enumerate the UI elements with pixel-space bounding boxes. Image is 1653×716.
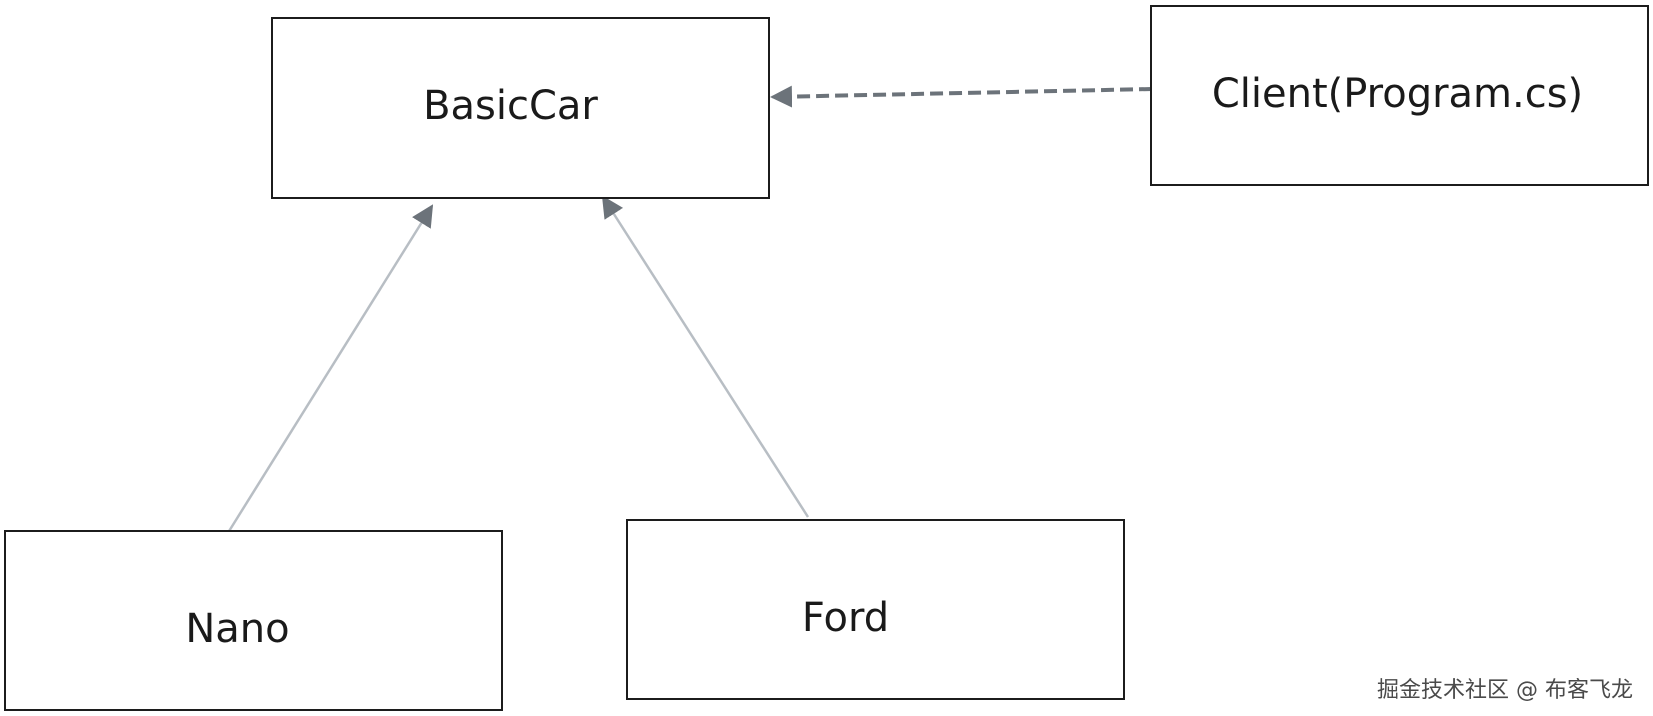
class-label-basiccar: BasicCar bbox=[423, 83, 598, 129]
edge-nano-to-basiccar bbox=[224, 204, 434, 537]
class-label-ford: Ford bbox=[801, 594, 890, 641]
class-label-nano: Nano bbox=[185, 605, 290, 652]
edge-client-to-basiccar bbox=[770, 85, 1153, 108]
watermark-text: 掘金技术社区 @ 布客飞龙 bbox=[1377, 678, 1633, 703]
class-box-basiccar[interactable]: BasicCar bbox=[271, 17, 770, 199]
class-box-nano[interactable]: Nano bbox=[4, 530, 503, 711]
class-box-ford[interactable]: Ford bbox=[626, 519, 1125, 700]
class-label-client: Client(Program.cs) bbox=[1211, 70, 1584, 117]
edge-ford-to-basiccar bbox=[601, 195, 810, 518]
class-box-client[interactable]: Client(Program.cs) bbox=[1150, 5, 1649, 186]
